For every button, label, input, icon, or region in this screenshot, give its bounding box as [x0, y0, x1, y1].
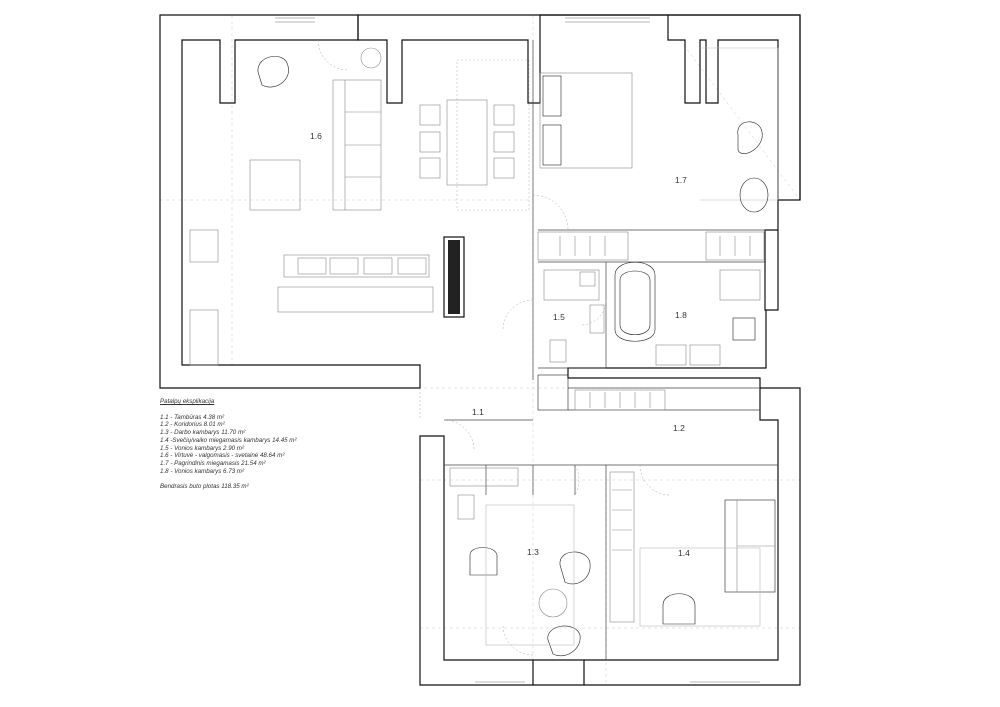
legend-item: 1.1 - Tambūras 4.38 m² — [160, 413, 225, 421]
legend-item: 1.4 -Svečių/vaiko miegamasis kambarys 14… — [160, 436, 297, 444]
room-label-1-8: 1.8 — [675, 310, 687, 320]
furniture — [189, 47, 779, 656]
guide-lines — [160, 15, 801, 685]
legend-item: 1.2 - Koridorius 8.01 m² — [160, 421, 225, 429]
room-label-1-7: 1.7 — [675, 175, 687, 185]
room-label-1-1: 1.1 — [472, 407, 484, 417]
legend-item: 1.8 - Vonios kambarys 6.73 m² — [160, 467, 245, 475]
legend-total-area: Bendrasis buto plotas 118.35 m² — [160, 483, 249, 491]
room-label-1-5: 1.5 — [553, 312, 565, 322]
room-labels: 1.1 1.2 1.3 1.4 1.5 1.6 1.7 1.8 — [310, 131, 690, 558]
legend-item: 1.6 - Virtuvė - valgomasis - svetainė 48… — [160, 452, 285, 460]
legend-item: 1.5 - Vonios kambarys 2.90 m² — [160, 444, 245, 452]
room-label-1-3: 1.3 — [527, 547, 539, 557]
walls — [159, 14, 801, 686]
room-label-1-2: 1.2 — [673, 423, 685, 433]
windows — [275, 17, 760, 683]
legend: Patalpų eksplikacija 1.1 - Tambūras 4.38… — [160, 398, 400, 491]
partitions — [444, 40, 778, 660]
room-label-1-4: 1.4 — [678, 548, 690, 558]
legend-item: 1.3 - Darbo kambarys 11.70 m² — [160, 429, 246, 437]
door-swings — [317, 39, 671, 656]
legend-title: Patalpų eksplikacija — [160, 398, 215, 405]
legend-item: 1.7 - Pagrindinis miegamasis 21.54 m² — [160, 459, 266, 467]
room-label-1-6: 1.6 — [310, 131, 322, 141]
